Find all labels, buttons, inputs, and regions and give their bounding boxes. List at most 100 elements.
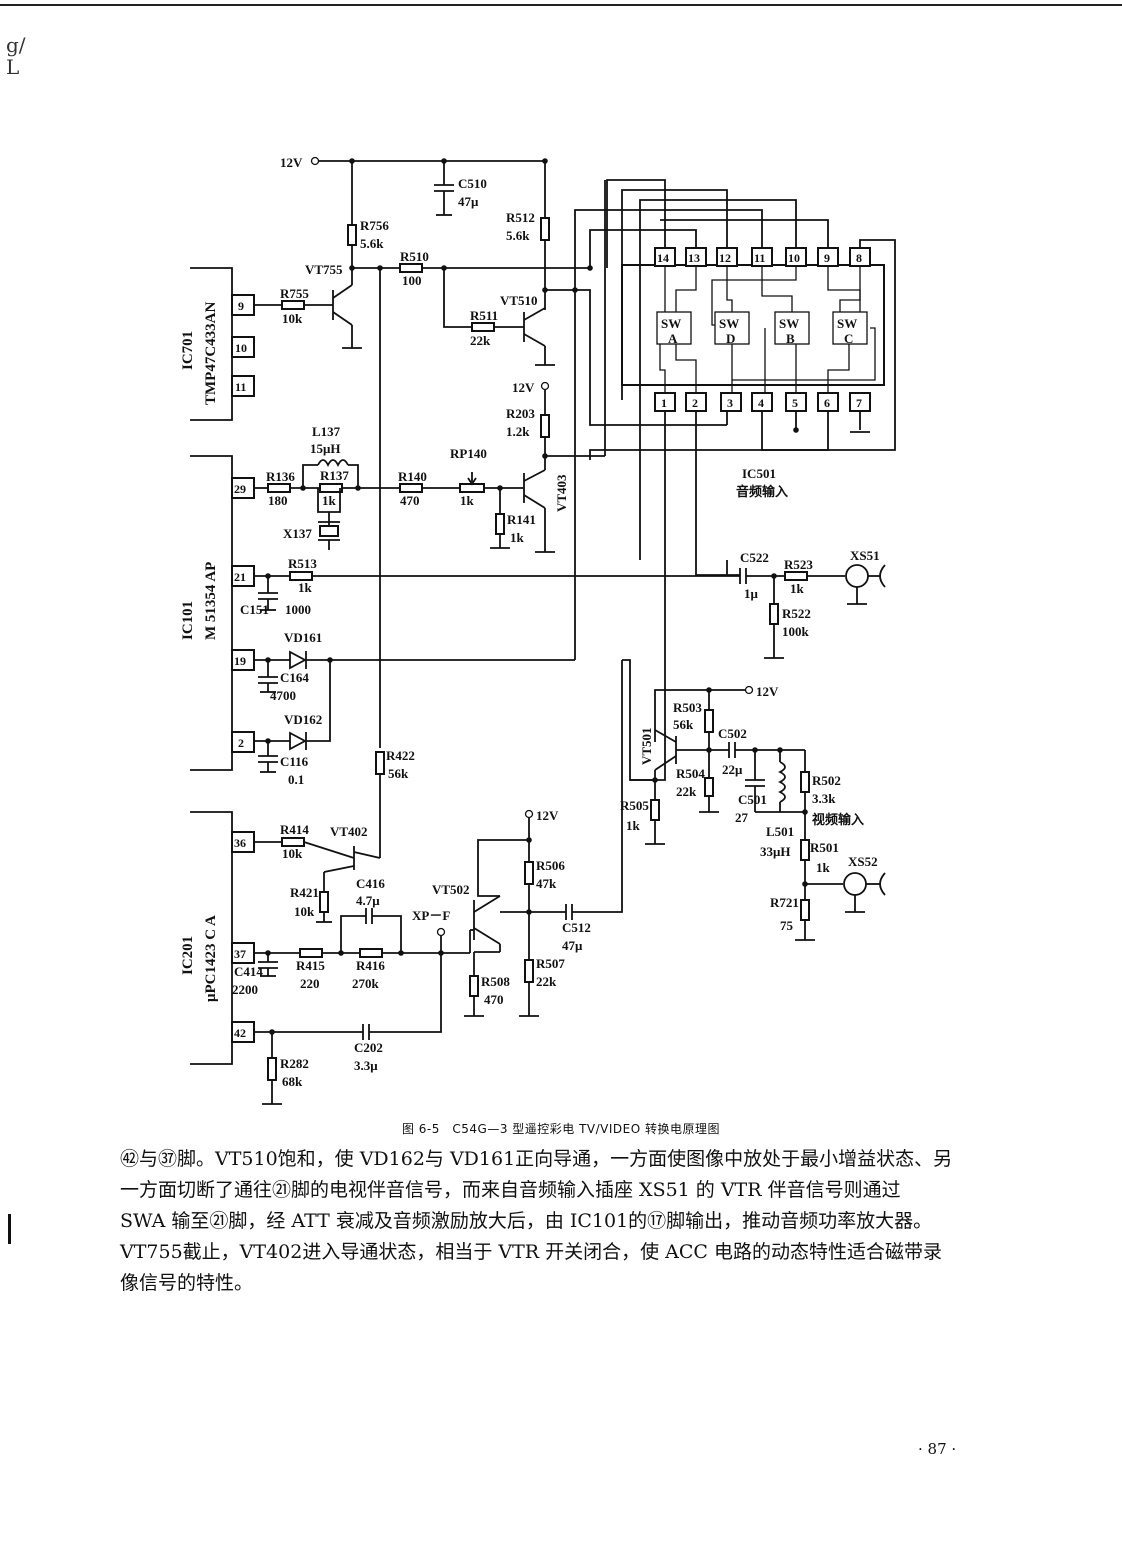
l137: L137 15μH xyxy=(302,424,359,488)
svg-text:12V: 12V xyxy=(280,155,303,170)
svg-text:4: 4 xyxy=(758,396,764,410)
svg-text:11: 11 xyxy=(754,251,765,265)
r507: R507 22k xyxy=(519,956,565,1017)
svg-text:R416: R416 xyxy=(356,958,385,973)
svg-text:R136: R136 xyxy=(266,469,295,484)
svg-text:L137: L137 xyxy=(312,424,341,439)
r415: R415 220 xyxy=(296,948,360,991)
svg-text:1k: 1k xyxy=(790,581,805,596)
c510: C510 47μ xyxy=(434,161,487,216)
body-line: VT755截止，VT402进入导通状态，相当于 VTR 开关闭合，使 ACC 电… xyxy=(120,1241,942,1263)
svg-text:1k: 1k xyxy=(298,580,313,595)
r414: R414 10k xyxy=(254,822,355,861)
r504: R504 22k xyxy=(676,766,719,813)
svg-text:VT403: VT403 xyxy=(554,474,569,512)
svg-text:15μH: 15μH xyxy=(310,441,340,456)
ic701: TMP47C433AN IC701 9 10 11 xyxy=(180,267,255,421)
svg-text:C414: C414 xyxy=(234,964,263,979)
supply-12v-vt502: 12V xyxy=(524,808,559,862)
svg-text:10k: 10k xyxy=(282,846,303,861)
svg-text:5: 5 xyxy=(792,396,798,410)
svg-text:3.3k: 3.3k xyxy=(812,791,836,806)
svg-text:470: 470 xyxy=(484,992,504,1007)
svg-text:R508: R508 xyxy=(481,974,510,989)
svg-text:12: 12 xyxy=(719,251,731,265)
svg-text:A: A xyxy=(668,331,678,346)
r522: R522 100k xyxy=(764,576,811,659)
c502: C502 22μ xyxy=(709,726,805,777)
svg-text:6: 6 xyxy=(824,396,830,410)
svg-text:R421: R421 xyxy=(290,885,319,900)
svg-text:10: 10 xyxy=(235,341,247,355)
vt501: VT501 xyxy=(630,727,709,800)
svg-text:C501: C501 xyxy=(738,792,767,807)
svg-text:4700: 4700 xyxy=(270,688,296,703)
svg-text:IC201: IC201 xyxy=(180,936,196,975)
l501: L501 33μH xyxy=(760,750,794,859)
svg-text:22k: 22k xyxy=(536,974,557,989)
ic201: μPC1423 C A IC201 36 37 42 xyxy=(180,811,255,1065)
r501: R501 1k xyxy=(800,812,843,900)
svg-text:2200: 2200 xyxy=(232,982,258,997)
body-line: 像信号的特性。 xyxy=(120,1272,254,1294)
c501: C501 27 xyxy=(735,750,805,825)
svg-text:470: 470 xyxy=(400,493,420,508)
svg-text:10k: 10k xyxy=(282,311,303,326)
svg-text:R510: R510 xyxy=(400,249,429,264)
svg-text:IC701: IC701 xyxy=(180,331,196,370)
r137: R137 1k xyxy=(300,468,361,508)
svg-text:22k: 22k xyxy=(470,333,491,348)
svg-text:3: 3 xyxy=(727,396,733,410)
svg-text:C510: C510 xyxy=(458,176,487,191)
svg-text:VD162: VD162 xyxy=(284,712,322,727)
page-top-rule xyxy=(0,4,1122,6)
margin-scribble: g/ L xyxy=(6,33,26,79)
x137: X137 xyxy=(283,488,341,550)
svg-text:R503: R503 xyxy=(673,700,702,715)
svg-text:R203: R203 xyxy=(506,406,535,421)
svg-text:1μ: 1μ xyxy=(744,586,759,601)
svg-text:C151: C151 xyxy=(240,602,269,617)
svg-text:8: 8 xyxy=(856,251,862,265)
svg-text:VT755: VT755 xyxy=(305,262,343,277)
svg-text:VD161: VD161 xyxy=(284,630,322,645)
r282: R282 68k xyxy=(262,1032,309,1105)
svg-text:X137: X137 xyxy=(283,526,312,541)
body-line: ㊷与㊲脚。VT510饱和，使 VD162与 VD161正向导通，一方面使图像中放… xyxy=(120,1148,953,1170)
svg-text:5.6k: 5.6k xyxy=(360,236,384,251)
svg-text:C116: C116 xyxy=(280,754,309,769)
vd161: VD161 xyxy=(254,290,576,670)
svg-text:R511: R511 xyxy=(470,308,498,323)
svg-text:D: D xyxy=(726,331,735,346)
svg-text:XP－F: XP－F xyxy=(412,908,450,923)
vt502: VT502 xyxy=(432,839,529,953)
svg-text:XS51: XS51 xyxy=(850,548,880,563)
svg-text:音频输入: 音频输入 xyxy=(736,484,788,499)
svg-text:13: 13 xyxy=(688,251,700,265)
vt755: VT755 xyxy=(305,262,362,349)
svg-text:1.2k: 1.2k xyxy=(506,424,530,439)
vt403: VT403 xyxy=(523,469,569,553)
r421: R421 10k xyxy=(290,872,332,923)
body-text: ㊷与㊲脚。VT510饱和，使 VD162与 VD161正向导通，一方面使图像中放… xyxy=(120,1144,1000,1299)
svg-text:100k: 100k xyxy=(782,624,810,639)
svg-text:XS52: XS52 xyxy=(848,854,878,869)
svg-text:C: C xyxy=(844,331,853,346)
svg-text:R523: R523 xyxy=(784,557,813,572)
svg-text:C522: C522 xyxy=(740,550,769,565)
svg-text:3.3μ: 3.3μ xyxy=(354,1058,378,1073)
svg-text:R505: R505 xyxy=(620,798,649,813)
svg-text:12V: 12V xyxy=(756,684,779,699)
svg-text:SW: SW xyxy=(837,316,857,331)
svg-text:56k: 56k xyxy=(673,717,694,732)
c164: C164 4700 xyxy=(258,660,309,703)
margin-bar xyxy=(8,1214,11,1244)
ic501-internal-wires xyxy=(659,266,876,393)
svg-text:L501: L501 xyxy=(766,824,794,839)
r416: R416 270k xyxy=(352,948,470,991)
svg-text:IC101: IC101 xyxy=(180,601,196,640)
svg-text:27: 27 xyxy=(735,810,749,825)
vd162: VD162 xyxy=(254,660,331,751)
circuit-schematic: 12V R756 5.6k C510 47μ R512 5.6k TMP47C4… xyxy=(180,155,896,1105)
ic101: M 51354 AP IC101 29 21 19 2 xyxy=(180,455,255,771)
